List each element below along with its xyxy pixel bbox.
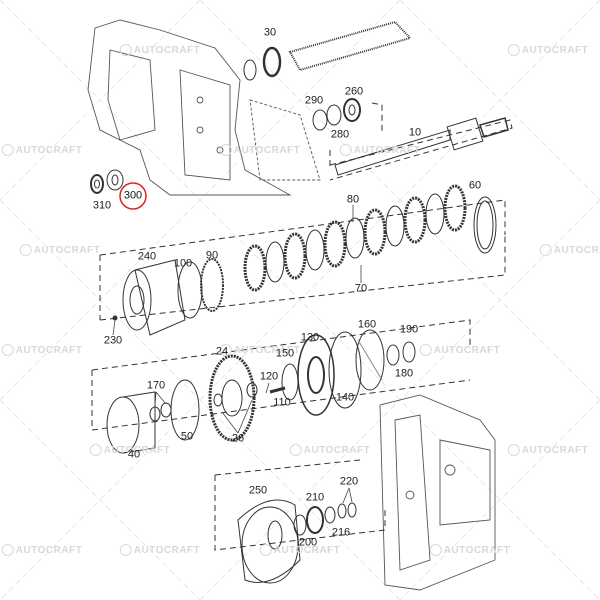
part-label-300: 300 xyxy=(123,189,143,202)
watermark-logo-icon xyxy=(1,544,14,556)
watermark-logo-icon xyxy=(219,344,232,356)
watermark-logo-icon xyxy=(539,244,552,256)
watermark-logo-icon xyxy=(259,544,272,556)
watermark: AUTOCRAFT xyxy=(419,344,501,356)
watermark: AUTOCRAFT xyxy=(507,444,589,456)
watermark-logo-icon xyxy=(89,444,102,456)
part-label-200: 200 xyxy=(298,536,318,549)
watermark-logo-icon xyxy=(1,144,14,156)
watermark: AUTOCRAFT xyxy=(119,44,201,56)
part-label-240: 240 xyxy=(137,250,157,263)
part-label-70: 70 xyxy=(354,282,368,295)
watermark-logo-icon xyxy=(507,44,520,56)
part-label-120: 120 xyxy=(259,370,279,383)
part-label-10: 10 xyxy=(408,126,422,139)
part-label-130: 130 xyxy=(300,331,320,344)
watermark: AUTOCRAFT xyxy=(339,144,421,156)
watermark: AUTOCRAFT xyxy=(219,344,301,356)
part-label-26: 26 xyxy=(231,432,245,445)
part-label-140: 140 xyxy=(335,391,355,404)
watermark: AUTOCRAFT xyxy=(507,44,589,56)
watermark-logo-icon xyxy=(429,544,442,556)
watermark: AUTOCRAFT xyxy=(429,544,511,556)
watermark-logo-icon xyxy=(419,344,432,356)
part-label-60: 60 xyxy=(468,179,482,192)
watermark: AUTOCRAFT xyxy=(119,544,201,556)
part-label-260: 260 xyxy=(344,85,364,98)
part-label-210: 210 xyxy=(305,491,325,504)
part-label-310: 310 xyxy=(92,199,112,212)
clutch-pack xyxy=(243,184,497,292)
watermark-logo-icon xyxy=(1,344,14,356)
part-label-190: 190 xyxy=(399,323,419,336)
part-label-170: 170 xyxy=(146,379,166,392)
watermark-logo-icon xyxy=(219,144,232,156)
watermark-logo-icon xyxy=(19,244,32,256)
watermark: AUTOCRAFT xyxy=(19,244,101,256)
watermark: AUTOCRAFT xyxy=(89,444,171,456)
part-label-40: 40 xyxy=(127,448,141,461)
watermark: AUTOCRAFT xyxy=(1,144,83,156)
watermark: AUTOCRAFT xyxy=(219,144,301,156)
watermark-logo-icon xyxy=(289,444,302,456)
part-label-150: 150 xyxy=(275,347,295,360)
part-label-280: 280 xyxy=(330,128,350,141)
part-label-110: 110 xyxy=(273,396,291,409)
rear-housing xyxy=(379,394,496,591)
watermark: AUTOCRAFT xyxy=(1,544,83,556)
part-label-80: 80 xyxy=(346,193,360,206)
part-label-230: 230 xyxy=(103,334,123,347)
watermark-logo-icon xyxy=(339,144,352,156)
part-label-180: 180 xyxy=(394,367,414,380)
front-housing xyxy=(87,19,321,196)
part-label-90: 90 xyxy=(205,249,219,262)
part-label-24: 24 xyxy=(215,345,229,358)
watermark: AUTOCRAFT xyxy=(289,444,371,456)
part-label-160: 160 xyxy=(357,318,377,331)
watermark: AUTOCRAFT xyxy=(1,344,83,356)
part-label-220: 220 xyxy=(339,475,359,488)
watermark-logo-icon xyxy=(507,444,520,456)
part-label-250: 250 xyxy=(248,484,268,497)
part-label-30: 30 xyxy=(263,26,277,39)
part-label-100: 100 xyxy=(173,257,193,270)
watermark: AUTOCRAFT xyxy=(259,544,341,556)
part-label-50: 50 xyxy=(180,430,194,443)
part-label-216: 216 xyxy=(331,526,351,539)
watermark-logo-icon xyxy=(119,544,132,556)
watermark-logo-icon xyxy=(119,44,132,56)
part-label-290: 290 xyxy=(304,94,324,107)
watermark: AUTOCRAFT xyxy=(539,244,600,256)
